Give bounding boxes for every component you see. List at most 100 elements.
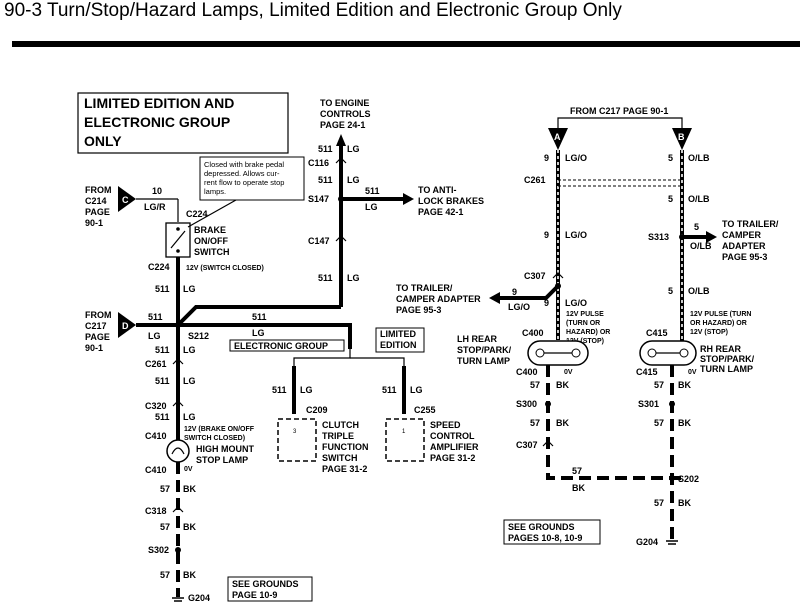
wire-57-a: 57 <box>160 484 170 494</box>
tag-d-letter: D <box>122 321 129 331</box>
note-line2: depressed. Allows cur- <box>204 169 280 178</box>
wire-bk-d: BK <box>556 380 569 390</box>
wire-bk-i: BK <box>678 498 691 508</box>
conn-c400-bottom: C400 <box>516 367 538 377</box>
wire-bk-e: BK <box>556 418 569 428</box>
wire-511-g: 511 <box>155 376 170 386</box>
wire-lgr-label: LG/R <box>144 202 166 212</box>
conn-c415-bottom: C415 <box>636 367 658 377</box>
splice-s301: S301 <box>638 399 659 409</box>
conn-c147: C147 <box>308 236 330 246</box>
wire-lg-f: LG <box>183 345 196 355</box>
wire-10-label: 10 <box>152 186 162 196</box>
wire-9-a: 9 <box>544 153 549 163</box>
wire-lg-l: LG <box>365 202 378 212</box>
trailer-left-1: TO TRAILER/ <box>396 283 453 293</box>
wire-57-b: 57 <box>160 522 170 532</box>
rh-lamp-label-1: RH REAR <box>700 344 742 354</box>
wire-511-o: 511 <box>382 385 397 395</box>
ground-g204-right: G204 <box>636 537 658 547</box>
trailer-left-arrow <box>489 292 500 304</box>
wire-511-f: 511 <box>155 345 170 355</box>
tag-d-arrow <box>118 312 136 338</box>
wire-5-c: 5 <box>694 222 699 232</box>
wire-s212-to-engine-column <box>176 305 341 327</box>
c217-from-4: 90-1 <box>85 343 103 353</box>
brake-switch-label-1: BRAKE <box>194 225 226 235</box>
rh-pulse-2: OR HAZARD) OR <box>690 320 747 327</box>
splice-s212-label: S212 <box>188 331 209 341</box>
wire-9-c: 9 <box>512 287 517 297</box>
wire-511-m: 511 <box>318 273 333 283</box>
speed-control-box <box>385 418 425 462</box>
clutch-label-1: CLUTCH <box>322 420 359 430</box>
wire-511-k: 511 <box>318 175 333 185</box>
note-box <box>199 156 305 201</box>
electronic-group-label: ELECTRONIC GROUP <box>234 341 328 351</box>
wire-lg-d: LG <box>148 331 161 341</box>
trailer-right-4: PAGE 95-3 <box>722 252 767 262</box>
lh-lamp-label-1: LH REAR <box>457 334 497 344</box>
wire-57-e: 57 <box>530 418 540 428</box>
conn-c318: C318 <box>145 506 167 516</box>
brake-switch-label-3: SWITCH <box>194 247 230 257</box>
conn-c147-mark <box>335 235 347 242</box>
conn-c320-mark <box>172 400 184 407</box>
splice-s301-dot <box>669 401 675 407</box>
lh-pulse-1: 12V PULSE <box>566 311 604 318</box>
wire-511-d: 511 <box>148 312 163 322</box>
conn-c320: C320 <box>145 401 167 411</box>
wire-lgo-d: LG/O <box>565 298 587 308</box>
conn-c224-top: C224 <box>186 209 208 219</box>
wire-57-c: 57 <box>160 570 170 580</box>
electronic-bracket-left <box>293 349 351 366</box>
high-mount-label-2: STOP LAMP <box>196 455 248 465</box>
wire-9-d: 9 <box>544 298 549 308</box>
engine-label-1: TO ENGINE <box>320 98 369 108</box>
conn-c116: C116 <box>308 158 329 168</box>
see-grounds-left-box <box>227 576 313 602</box>
wire-511-n: 511 <box>272 385 287 395</box>
clutch-switch-box <box>277 418 317 462</box>
brake-switch-contact-bottom <box>176 249 180 253</box>
high-mount-filament <box>171 447 185 455</box>
brake-closed-1: 12V (BRAKE ON/OFF <box>184 426 255 433</box>
wire-511-l: 511 <box>365 186 380 196</box>
lh-lamp-label-3: TURN LAMP <box>457 356 510 366</box>
wire-5-d: 5 <box>668 286 673 296</box>
wire-5-a: 5 <box>668 153 673 163</box>
trailer-left-2: CAMPER ADAPTER <box>396 294 481 304</box>
wire-511-e: 511 <box>252 312 267 322</box>
splice-s202-label: S202 <box>678 474 699 484</box>
limited-edition-2: EDITION <box>380 340 417 350</box>
wire-lgo-c: LG/O <box>508 302 530 312</box>
limited-edition-box <box>77 92 289 154</box>
electronic-bracket-right <box>350 357 405 366</box>
engine-label-3: PAGE 24-1 <box>320 120 365 130</box>
c214-from-1: FROM <box>85 185 112 195</box>
speed-label-4: PAGE 31-2 <box>430 453 475 463</box>
c217-from-2: C217 <box>85 321 107 331</box>
wire-57-g: 57 <box>654 380 664 390</box>
conn-c209: C209 <box>306 405 328 415</box>
lh-lamp-label-2: STOP/PARK/ <box>457 345 512 355</box>
brake-switch-label-2: ON/OFF <box>194 236 228 246</box>
clutch-label-4: SWITCH <box>322 453 358 463</box>
wire-bk-a: BK <box>183 484 196 494</box>
tag-c-arrow <box>118 186 136 212</box>
limited-edition-1: LIMITED <box>380 329 416 339</box>
clutch-label-3: FUNCTION <box>322 442 369 452</box>
see-grounds-right-2: PAGES 10-8, 10-9 <box>508 533 582 543</box>
wire-olb-c: O/LB <box>690 241 712 251</box>
tag-c-letter: C <box>122 195 129 205</box>
wire-57-d: 57 <box>530 380 540 390</box>
trailer-right-1: TO TRAILER/ <box>722 219 779 229</box>
conn-c410-bottom: C410 <box>145 465 167 475</box>
wire-57-i: 57 <box>654 498 664 508</box>
conn-c400-top: C400 <box>522 328 544 338</box>
c217-from-1: FROM <box>85 310 112 320</box>
wire-lg-k: LG <box>347 175 360 185</box>
wire-lg-h: LG <box>183 412 196 422</box>
c217-from-3: PAGE <box>85 332 110 342</box>
volt-0-lh: 0V <box>564 369 573 376</box>
